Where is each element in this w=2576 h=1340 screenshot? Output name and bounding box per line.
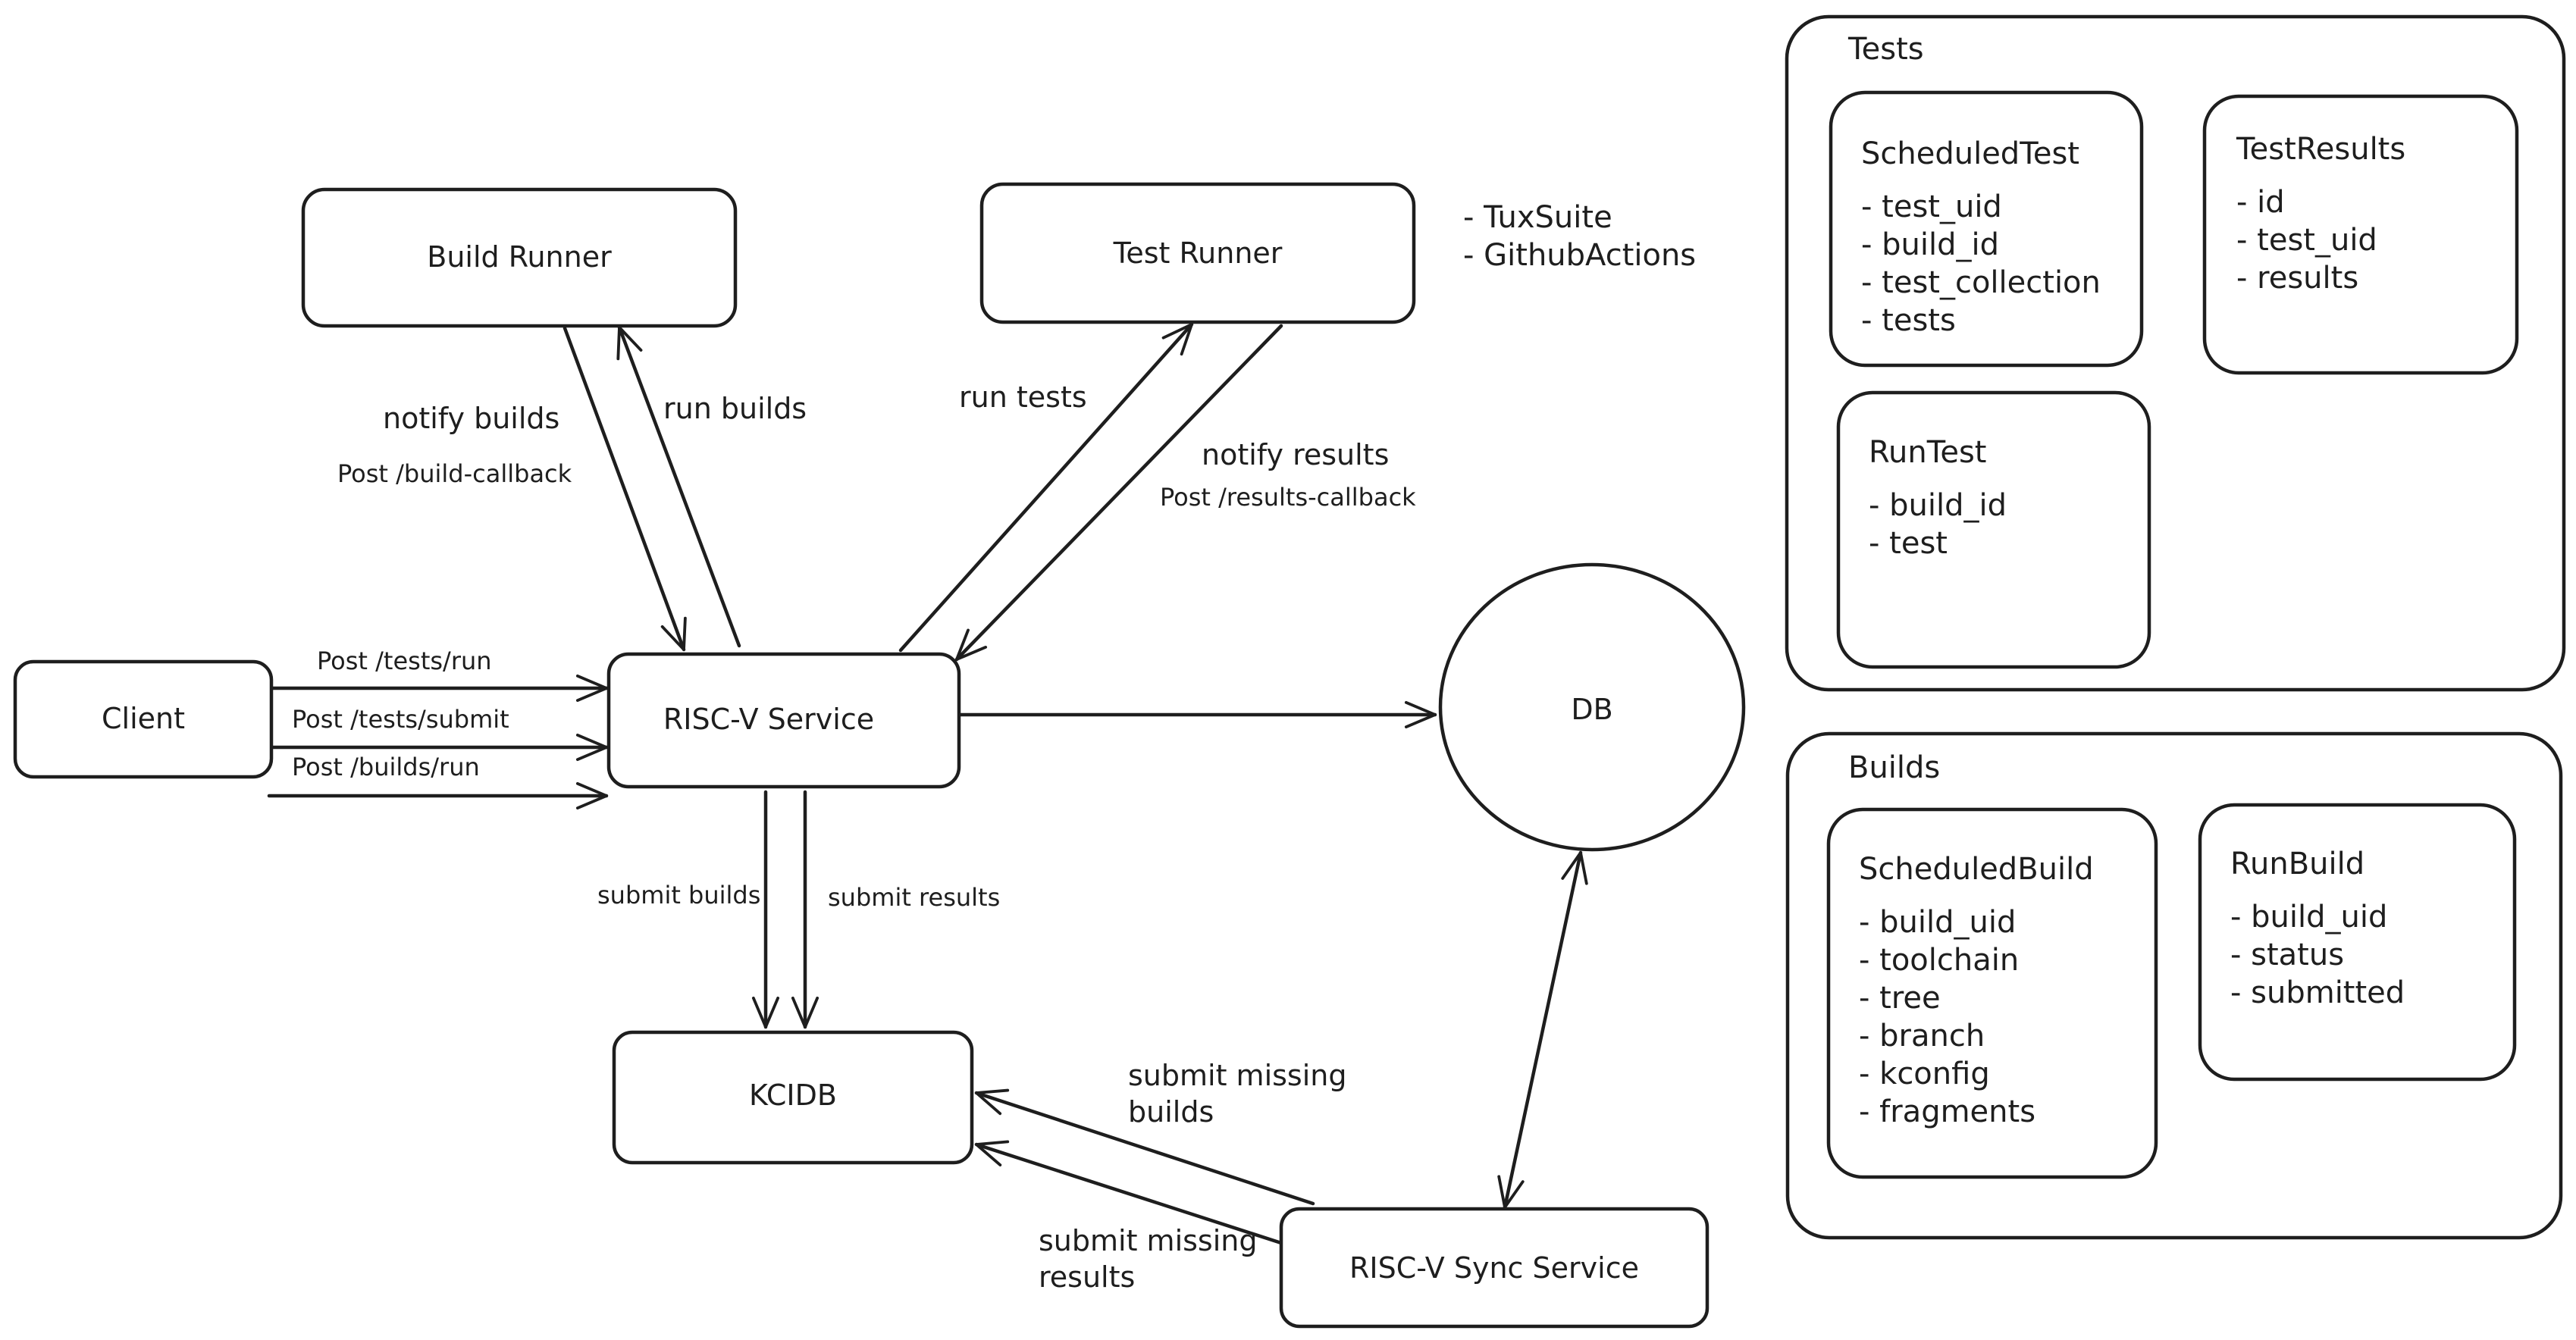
riscv-service-label: RISC-V Service [663,703,874,736]
entity-field: - test [1869,526,1948,561]
entity-field: - build_uid [1859,905,2016,940]
entity-field: - test_collection [1861,265,2101,300]
db-node: DB [1438,562,1746,852]
entity-field: - fragments [1859,1094,2035,1129]
note-githubactions: - GithubActions [1463,238,1696,273]
entity-runbuild: RunBuild - build_uid - status - submitte… [2198,803,2517,1082]
edge-run-builds [616,325,741,648]
label-submit-builds: submit builds [597,881,760,910]
entity-field: - kconfig [1859,1057,1990,1091]
entity-field: - build_id [1861,227,1999,262]
db-label: DB [1571,693,1612,726]
label-submit-results: submit results [828,883,1000,912]
edge-submit-missing-builds [974,1088,1315,1206]
entity-scheduledbuild: ScheduledBuild - build_uid - toolchain -… [1826,807,2158,1179]
edge-db-sync [1497,850,1588,1210]
edge-notify-results [954,324,1283,662]
kcidb-node: KCIDB [612,1030,974,1165]
label-tests-submit: Post /tests/submit [292,705,509,734]
label-results-callback: Post /results-callback [1160,483,1416,512]
entity-field: - toolchain [1859,943,2019,978]
client-label: Client [102,702,185,735]
builds-group: Builds ScheduledBuild - build_uid - tool… [1785,731,2563,1240]
build-runner-node: Build Runner [301,187,738,328]
entity-title: ScheduledTest [1861,136,2079,171]
label-submit-missing-results-2: results [1039,1260,1135,1294]
sync-service-label: RISC-V Sync Service [1349,1251,1639,1285]
label-run-builds: run builds [663,392,807,425]
label-submit-missing-results-1: submit missing [1039,1224,1258,1257]
label-notify-builds: notify builds [383,402,559,435]
test-runner-label: Test Runner [1113,236,1283,270]
edge-run-tests [898,322,1194,653]
label-submit-missing-builds-1: submit missing [1128,1059,1347,1092]
entity-field: - tests [1861,303,1956,338]
entity-field: - submitted [2230,975,2405,1010]
client-node: Client [13,659,274,779]
edge-labels: notify builds Post /build-callback run b… [292,380,1416,1294]
riscv-service-node: RISC-V Service [606,652,961,789]
entity-runtest: RunTest - build_id - test [1836,390,2151,669]
label-build-callback: Post /build-callback [337,459,572,488]
entity-field: - branch [1859,1019,1985,1054]
entity-title: TestResults [2236,132,2405,167]
build-runner-label: Build Runner [427,240,612,274]
builds-group-title: Builds [1848,750,1940,785]
entity-title: RunBuild [2230,847,2364,881]
note-tuxsuite: - TuxSuite [1463,200,1612,235]
edge-notify-builds [563,326,687,652]
tests-group: Tests ScheduledTest - test_uid - build_i… [1785,14,2566,692]
entity-title: RunTest [1869,435,1986,470]
kcidb-label: KCIDB [749,1079,837,1112]
test-runner-node: Test Runner [979,182,1416,324]
label-submit-missing-builds-2: builds [1128,1095,1214,1129]
entity-field: - test_uid [1861,189,2002,224]
tests-group-title: Tests [1847,32,1924,67]
entity-field: - test_uid [2236,223,2377,258]
entity-field: - status [2230,938,2344,972]
entity-title: ScheduledBuild [1859,852,2094,887]
sync-service-node: RISC-V Sync Service [1279,1207,1709,1329]
test-runner-notes: - TuxSuite - GithubActions [1463,200,1696,273]
label-notify-results: notify results [1202,438,1389,471]
entity-testresults: TestResults - id - test_uid - results [2202,94,2519,375]
entity-field: - results [2236,261,2358,296]
entity-scheduledtest: ScheduledTest - test_uid - build_id - te… [1829,90,2144,368]
entity-field: - build_id [1869,488,2007,523]
label-builds-run: Post /builds/run [292,753,480,781]
entity-field: - build_uid [2230,900,2387,935]
label-run-tests: run tests [959,380,1087,414]
label-tests-run: Post /tests/run [317,647,492,675]
edges [267,322,1588,1245]
entity-field: - tree [1859,981,1941,1016]
entity-field: - id [2236,185,2285,220]
edge-submit-missing-results [974,1140,1283,1245]
